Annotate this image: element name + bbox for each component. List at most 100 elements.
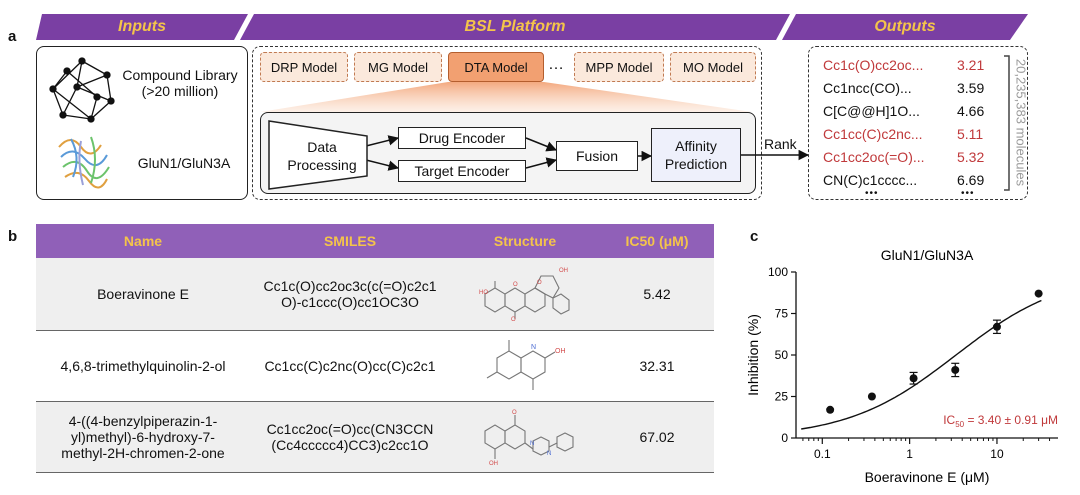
svg-text:O: O — [537, 280, 542, 286]
output-row: Cc1cc(C)c2nc... 5.11 — [809, 126, 1069, 148]
molecule-count-label: 20,235,383 molecules — [1013, 58, 1029, 187]
platform-box — [252, 46, 762, 200]
y-tick-label: 0 — [781, 431, 788, 445]
svg-text:O: O — [513, 282, 518, 288]
data-point — [992, 322, 1001, 331]
compound-network-icon — [49, 57, 115, 123]
output-more-dots: ••• — [865, 188, 879, 199]
structure-cell: N OH — [450, 330, 600, 402]
output-value: 6.69 — [957, 172, 985, 188]
mg-model-button[interactable]: MG Model — [354, 52, 442, 82]
compound-smiles: Cc1cc2oc(=O)cc(CN3CCN(Cc4ccccc4)CC3)c2cc… — [250, 401, 450, 473]
x-tick-label: 1 — [906, 447, 913, 461]
data-processing-shape — [268, 120, 368, 190]
output-smiles: Cc1c(O)cc2oc... — [823, 57, 924, 73]
table-header-row: Name SMILES Structure IC50 (μM) — [36, 224, 714, 258]
output-more-dots: ••• — [961, 188, 975, 199]
mpp-model-button[interactable]: MPP Model — [574, 52, 664, 82]
output-value: 3.21 — [957, 57, 985, 73]
compound-smiles: Cc1cc(C)c2nc(O)cc(C)c2c1 — [250, 330, 450, 402]
svg-text:N: N — [530, 441, 534, 447]
output-row: CN(C)c1cccc... 6.69 — [809, 172, 1069, 194]
output-value: 4.66 — [957, 103, 985, 119]
y-axis-label: Inhibition (%) — [745, 314, 761, 396]
data-point — [826, 405, 835, 414]
protein-structure-icon — [58, 136, 110, 189]
fusion-box: Fusion — [556, 141, 638, 171]
panel-b-letter: b — [8, 228, 18, 245]
chromenone-structure-image: O OH N N — [484, 410, 574, 467]
structure-cell: O OH N N — [450, 401, 600, 473]
y-tick-label: 25 — [775, 390, 789, 404]
compound-smiles: Cc1c(O)cc2oc3c(c(=O)c2c1O)-c1ccc(O)cc1OC… — [250, 258, 450, 331]
output-smiles: Cc1ncc(CO)... — [823, 80, 912, 96]
svg-text:OH: OH — [489, 461, 498, 465]
panel-c-letter: c — [750, 228, 759, 245]
svg-text:N: N — [531, 344, 536, 351]
y-tick-label: 75 — [775, 307, 789, 321]
table-row: 4,6,8-trimethylquinolin-2-ol Cc1cc(C)c2n… — [36, 330, 714, 402]
data-point — [951, 365, 960, 374]
drp-model-button[interactable]: DRP Model — [260, 52, 348, 82]
compound-name: 4-((4-benzylpiperazin-1-yl)methyl)-6-hyd… — [36, 401, 250, 473]
header-name: Name — [36, 224, 250, 258]
target-encoder-box: Target Encoder — [398, 160, 526, 182]
y-tick-label: 100 — [768, 265, 788, 279]
panel-a-letter: a — [8, 28, 17, 45]
compound-name: 4,6,8-trimethylquinolin-2-ol — [36, 330, 250, 402]
drug-encoder-box: Drug Encoder — [398, 127, 526, 149]
header-structure: Structure — [450, 224, 600, 258]
target-label: GluN1/GluN3A — [137, 155, 231, 171]
compound-ic50: 5.42 — [600, 258, 714, 331]
svg-text:N: N — [547, 451, 551, 457]
table-row: 4-((4-benzylpiperazin-1-yl)methyl)-6-hyd… — [36, 401, 714, 473]
compound-library-label: Compound Library — [122, 67, 238, 83]
data-point — [867, 392, 876, 401]
output-value: 5.11 — [957, 126, 984, 142]
x-axis-label: Boeravinone E (μM) — [865, 469, 990, 485]
zoom-wedge — [260, 82, 752, 112]
header-ic50: IC50 (μM) — [600, 224, 714, 258]
output-row: Cc1c(O)cc2oc... 3.21 — [809, 57, 1069, 79]
svg-text:O: O — [512, 410, 517, 416]
output-smiles: C[C@@H]1O... — [823, 103, 920, 119]
compound-count-label: (>20 million) — [141, 83, 219, 99]
compound-name: Boeravinone E — [36, 258, 250, 331]
svg-text:OH: OH — [555, 348, 566, 355]
table-row: Boeravinone E Cc1c(O)cc2oc3c(c(=O)c2c1O)… — [36, 258, 714, 331]
output-smiles: Cc1cc(C)c2nc... — [823, 126, 923, 142]
rank-label: Rank — [764, 136, 797, 152]
output-smiles: CN(C)c1cccc... — [823, 172, 918, 188]
ic50-annotation: IC50 = 3.40 ± 0.91 μM — [943, 413, 1058, 429]
compound-table: Name SMILES Structure IC50 (μM) Boeravin… — [36, 224, 714, 473]
output-smiles: Cc1cc2oc(=O)... — [823, 149, 925, 165]
quinolinol-structure-image: N OH — [486, 339, 566, 390]
mo-model-button[interactable]: MO Model — [670, 52, 756, 82]
data-processing-label: Data Processing — [287, 139, 357, 173]
dta-model-button[interactable]: DTA Model — [448, 52, 544, 82]
platform-ribbon: BSL Platform — [240, 14, 790, 40]
fit-curve — [801, 299, 1042, 430]
outputs-bracket — [1004, 55, 1010, 191]
inputs-ribbon: Inputs — [36, 14, 248, 40]
data-point — [1034, 289, 1043, 298]
outputs-ribbon: Outputs — [782, 14, 1028, 40]
svg-text:HO: HO — [479, 290, 488, 296]
affinity-prediction-box: Affinity Prediction — [651, 128, 741, 182]
output-row: Cc1ncc(CO)... 3.59 — [809, 80, 1069, 102]
x-tick-label: 10 — [990, 447, 1004, 461]
compound-ic50: 32.31 — [600, 330, 714, 402]
header-smiles: SMILES — [250, 224, 450, 258]
svg-text:O: O — [511, 317, 516, 322]
output-row: Cc1cc2oc(=O)... 5.32 — [809, 149, 1069, 171]
y-tick-label: 50 — [775, 348, 789, 362]
inputs-box: Compound Library (>20 million) GluN1/Glu… — [36, 46, 248, 200]
compound-ic50: 67.02 — [600, 401, 714, 473]
output-row: C[C@@H]1O... 4.66 — [809, 103, 1069, 125]
outputs-box: Cc1c(O)cc2oc... 3.21 Cc1ncc(CO)... 3.59 … — [808, 46, 1029, 200]
output-value: 3.59 — [957, 80, 985, 96]
models-ellipsis: … — [548, 56, 564, 73]
